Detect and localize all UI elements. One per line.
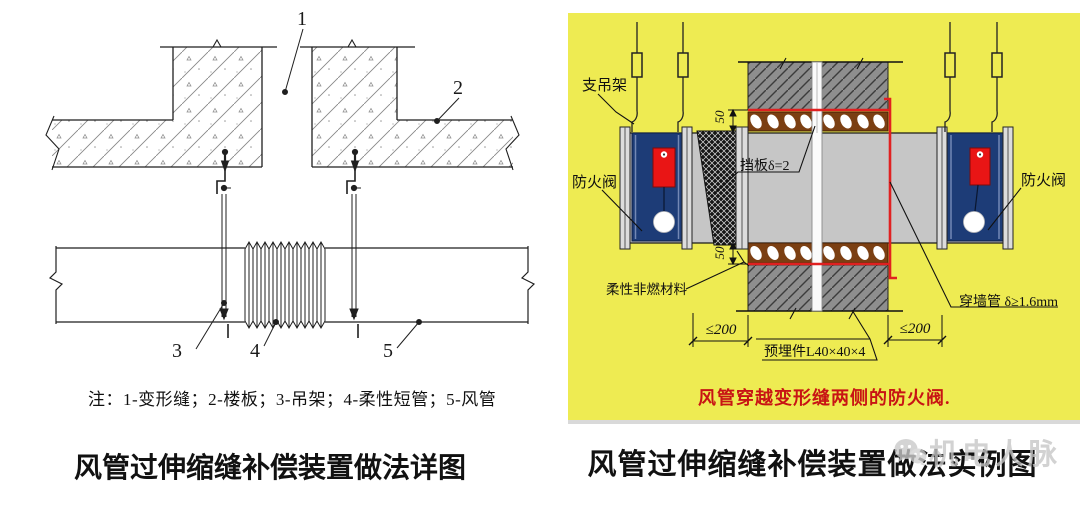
- hanger-left: [216, 148, 231, 338]
- dim-50-bottom: 50: [712, 246, 727, 260]
- floor-slab-right: [300, 38, 520, 171]
- damper-handle: [963, 211, 985, 233]
- right-drawing-caption: 风管过伸缩缝补偿装置做法实例图: [587, 449, 1038, 481]
- dim-200-left: ≤200: [705, 322, 737, 338]
- callout-5-label: 5: [383, 340, 393, 362]
- duct-lines: [48, 246, 536, 324]
- fire-damper-right-label: 防火阀: [1021, 173, 1067, 189]
- callout-4-label: 4: [250, 340, 260, 362]
- dim-50-top: 50: [712, 110, 727, 124]
- callout-3-label: 3: [172, 340, 182, 362]
- damper-handle: [653, 211, 675, 233]
- baffle-label: 挡板δ=2: [740, 159, 790, 174]
- legend-note: 注：1-变形缝；2-楼板；3-吊架；4-柔性短管；5-风管: [88, 390, 497, 409]
- duct-flange: [735, 126, 749, 250]
- dim-200-right: ≤200: [899, 321, 931, 337]
- fire-damper-left: [619, 126, 693, 250]
- callout-1-label: 1: [297, 8, 307, 30]
- hanger-right: [346, 148, 361, 338]
- callout-2-label: 2: [453, 77, 463, 99]
- hanger-rods: [631, 22, 1003, 132]
- example-diagram: [597, 22, 1058, 361]
- sleeve-highlight-lines: [748, 97, 897, 280]
- joint-baffle-strip: [811, 61, 823, 312]
- flexible-material-label: 柔性非燃材料: [606, 282, 687, 297]
- embedded-part-label: 预埋件L40×40×4: [764, 345, 866, 360]
- leader-lines: [597, 93, 1058, 361]
- fire-damper-left-label: 防火阀: [572, 175, 618, 191]
- left-drawing-caption: 风管过伸缩缝补偿装置做法详图: [73, 453, 466, 484]
- watermark-text: 机电人脉: [929, 439, 1062, 471]
- example-red-caption: 风管穿越变形缝两侧的防火阀.: [698, 388, 951, 408]
- wall-sleeve-label: 穿墙管 δ≥1.6mm: [959, 295, 1059, 310]
- flexible-duct-bellows: [244, 240, 326, 330]
- duct-expansion-joint-detail-drawing: [45, 28, 536, 350]
- example-photo-panel: 支吊架 防火阀 防火阀 挡板δ=2 柔性非燃材料 穿墙管 δ≥1.6mm 预埋件…: [568, 13, 1080, 424]
- watermark: 机电人脉: [891, 431, 1061, 473]
- damper-actuator: [969, 147, 991, 186]
- fire-damper-right: [936, 126, 1014, 250]
- dimension-lines: [688, 108, 947, 347]
- hanger-label: 支吊架: [582, 78, 628, 94]
- wechat-icon: [894, 439, 927, 466]
- floor-slab-left: [45, 38, 277, 171]
- callout-leaders: [195, 28, 460, 350]
